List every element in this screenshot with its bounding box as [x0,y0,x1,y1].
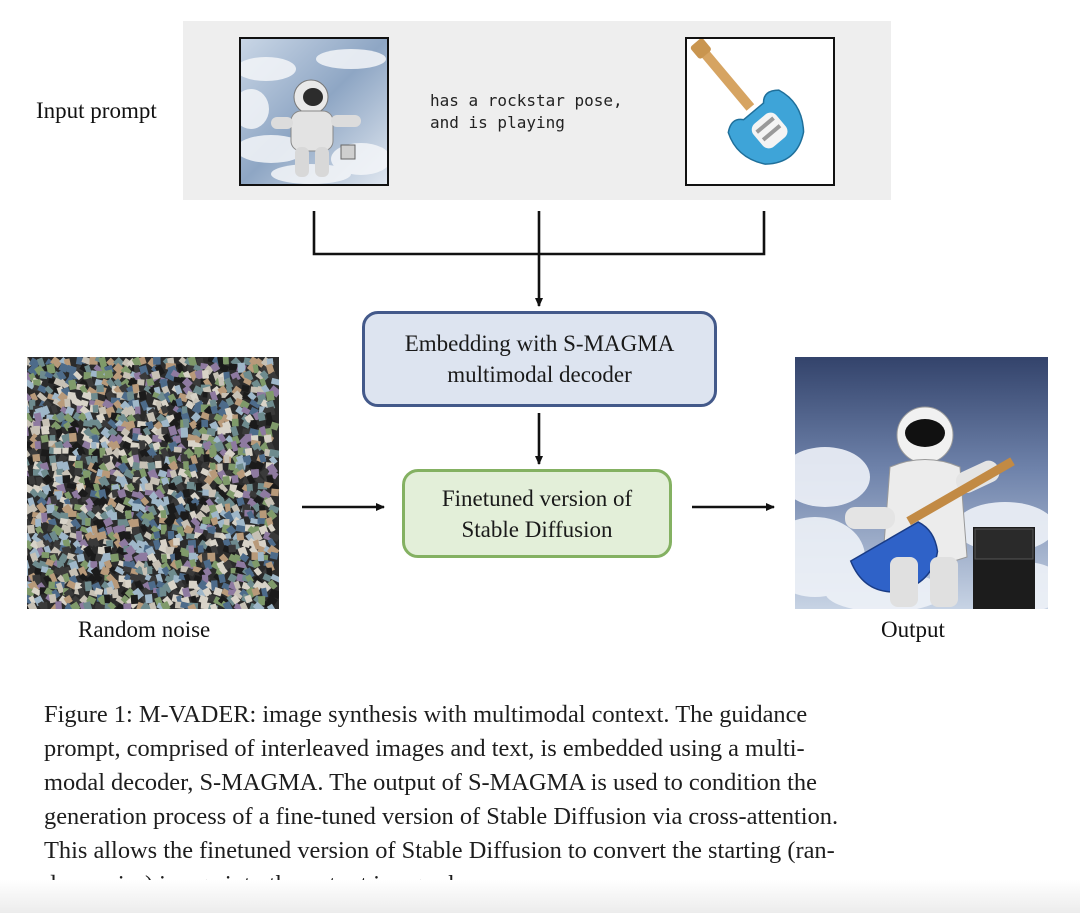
prompt-text-line: and is playing [430,113,565,132]
output-label: Output [881,617,945,642]
input-prompt-label: Input prompt [36,98,157,123]
random-noise-label: Random noise [78,617,211,642]
page-edge [0,880,1080,913]
guitar-image [685,37,835,186]
random-noise-image [27,357,279,609]
figure-caption: Figure 1: M-VADER: image synthesis with … [44,698,1034,902]
embedding-box-line: Embedding with S-MAGMA [404,331,675,356]
caption-line: prompt, comprised of interleaved images … [44,735,805,762]
prompt-text-line: has a rockstar pose, [430,91,623,110]
caption-line: This allows the finetuned version of Sta… [44,837,835,864]
embedding-box-line: multimodal decoder [447,362,632,387]
stable-diffusion-box: Finetuned version of Stable Diffusion [402,469,672,558]
caption-line: Figure 1: M-VADER: image synthesis with … [44,701,808,728]
astronaut-image [239,37,389,186]
caption-line: generation process of a fine-tuned versi… [44,803,839,830]
stable-diffusion-box-line: Stable Diffusion [461,516,613,542]
embedding-box: Embedding with S-MAGMA multimodal decode… [362,311,717,407]
stable-diffusion-box-line: Finetuned version of [441,485,633,511]
output-image [795,357,1048,609]
prompt-text: has a rockstar pose, and is playing [430,90,670,134]
caption-line: modal decoder, S-MAGMA. The output of S-… [44,769,817,796]
